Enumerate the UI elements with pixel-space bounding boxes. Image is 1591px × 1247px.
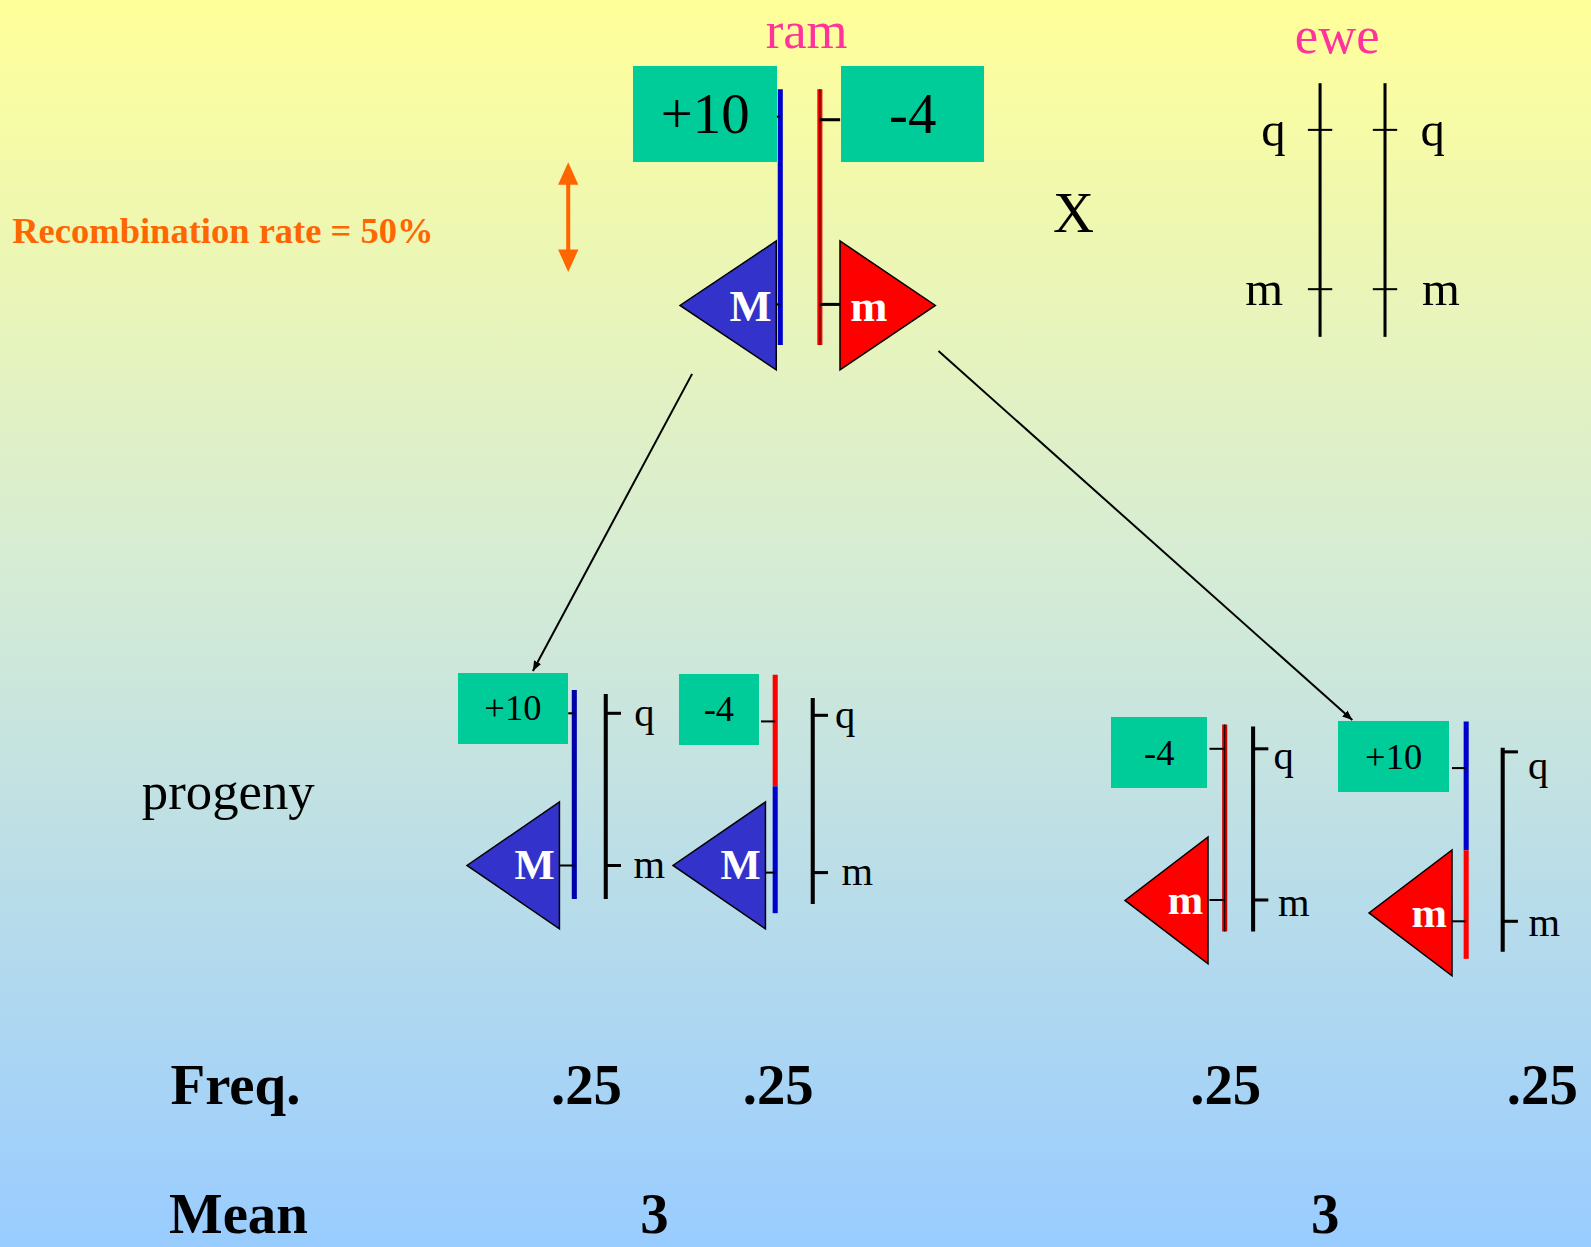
row-label: Freq.: [170, 1057, 300, 1114]
locus-tick: [1503, 920, 1518, 923]
chromosome-segment: [773, 786, 778, 913]
locus-tick: [1452, 920, 1466, 922]
mean-value: 3: [1311, 1186, 1339, 1243]
marker-triangle: M: [680, 241, 776, 370]
recombination-arrow: [558, 162, 578, 272]
arrow-head: [558, 250, 578, 272]
row-label: progeny: [142, 765, 315, 818]
allele-label: q: [1261, 106, 1285, 155]
locus-tick: [1209, 748, 1224, 750]
allele-label: m: [634, 845, 666, 886]
allele-label: m: [1278, 883, 1310, 924]
chromosome-core: [819, 89, 820, 345]
row-label: Mean: [169, 1186, 308, 1243]
effect-value: -4: [889, 86, 936, 143]
triangle-shape: [680, 241, 776, 370]
allele-label: m: [842, 852, 874, 893]
parent-label: ram: [766, 4, 848, 57]
inheritance-arrow: [939, 351, 1353, 720]
recombination-note: Recombination rate = 50%: [12, 213, 433, 250]
progeny-chromosomes: [761, 675, 828, 913]
effect-box: -4: [679, 674, 759, 745]
arrow-shaft: [566, 179, 570, 256]
progeny-chromosomes: [1452, 721, 1518, 958]
effect-value: -4: [704, 691, 734, 728]
chromosome-segment: [773, 675, 778, 787]
effect-value: +10: [661, 86, 750, 143]
locus-tick: [606, 864, 621, 867]
effect-box: +10: [633, 66, 777, 162]
effect-box: -4: [841, 66, 984, 162]
effect-box: -4: [1111, 717, 1207, 788]
triangle-shape: [673, 802, 765, 929]
locus-tick: [820, 303, 840, 306]
effect-value: -4: [1144, 735, 1174, 772]
allele-label: q: [1273, 736, 1293, 777]
marker-triangle: M: [673, 802, 765, 929]
allele-label: q: [1528, 746, 1548, 787]
triangle-shape: [1369, 850, 1452, 976]
progeny-chromosomes: [1209, 724, 1268, 931]
cross-symbol: X: [1053, 185, 1094, 242]
chromosome: [778, 89, 783, 345]
frequency-value: .25: [1190, 1057, 1261, 1114]
triangle-shape: [840, 241, 935, 370]
allele-symbol: M: [720, 844, 760, 887]
effect-box: +10: [1338, 721, 1449, 792]
locus-tick: [606, 712, 621, 715]
allele-symbol: M: [514, 844, 554, 887]
locus-tick: [1373, 129, 1397, 131]
chromosome: [572, 690, 577, 899]
effect-value: +10: [484, 690, 541, 727]
chromosome: [1383, 83, 1386, 337]
triangle-shape: [467, 802, 559, 929]
marker-triangle: M: [467, 802, 559, 929]
allele-symbol: m: [1411, 892, 1447, 935]
allele-label: q: [634, 693, 654, 734]
locus-tick: [813, 714, 828, 717]
triangle-shape: [1125, 837, 1208, 964]
allele-symbol: m: [850, 284, 887, 329]
allele-label: m: [1245, 265, 1283, 314]
chromosome-segment: [1464, 721, 1469, 850]
ram-chromosomes: [769, 89, 840, 345]
locus-tick: [761, 720, 775, 722]
locus-tick: [1308, 129, 1332, 131]
arrow-head: [558, 162, 578, 184]
effect-value: +10: [1365, 739, 1422, 776]
effect-box: +10: [458, 673, 569, 744]
inheritance-arrow: [533, 374, 692, 671]
chromosome-segment: [1464, 850, 1469, 959]
chromosome: [604, 694, 608, 899]
locus-tick: [1253, 898, 1268, 901]
chromosome: [1319, 83, 1322, 337]
allele-symbol: M: [730, 284, 772, 329]
marker-triangle: m: [840, 241, 935, 370]
allele-label: q: [1421, 106, 1445, 155]
parent-label: ewe: [1295, 9, 1380, 62]
locus-tick: [1209, 899, 1224, 901]
frequency-value: .25: [743, 1057, 814, 1114]
chromosome: [817, 89, 822, 345]
locus-tick: [1503, 750, 1518, 753]
locus-tick: [820, 118, 840, 121]
locus-tick: [1452, 767, 1466, 769]
locus-tick: [1373, 288, 1397, 290]
frequency-value: .25: [1507, 1057, 1578, 1114]
allele-label: m: [1422, 265, 1460, 314]
allele-label: m: [1529, 903, 1561, 944]
marker-triangle: m: [1369, 850, 1452, 976]
marker-triangle: m: [1125, 837, 1208, 964]
mean-value: 3: [640, 1186, 668, 1243]
frequency-value: .25: [551, 1057, 622, 1114]
ewe-chromosomes: [1308, 83, 1397, 337]
locus-tick: [1308, 288, 1332, 290]
allele-symbol: m: [1168, 879, 1204, 922]
locus-tick: [568, 712, 574, 714]
locus-tick: [1253, 747, 1268, 750]
allele-label: q: [835, 695, 855, 736]
locus-tick: [813, 871, 828, 874]
